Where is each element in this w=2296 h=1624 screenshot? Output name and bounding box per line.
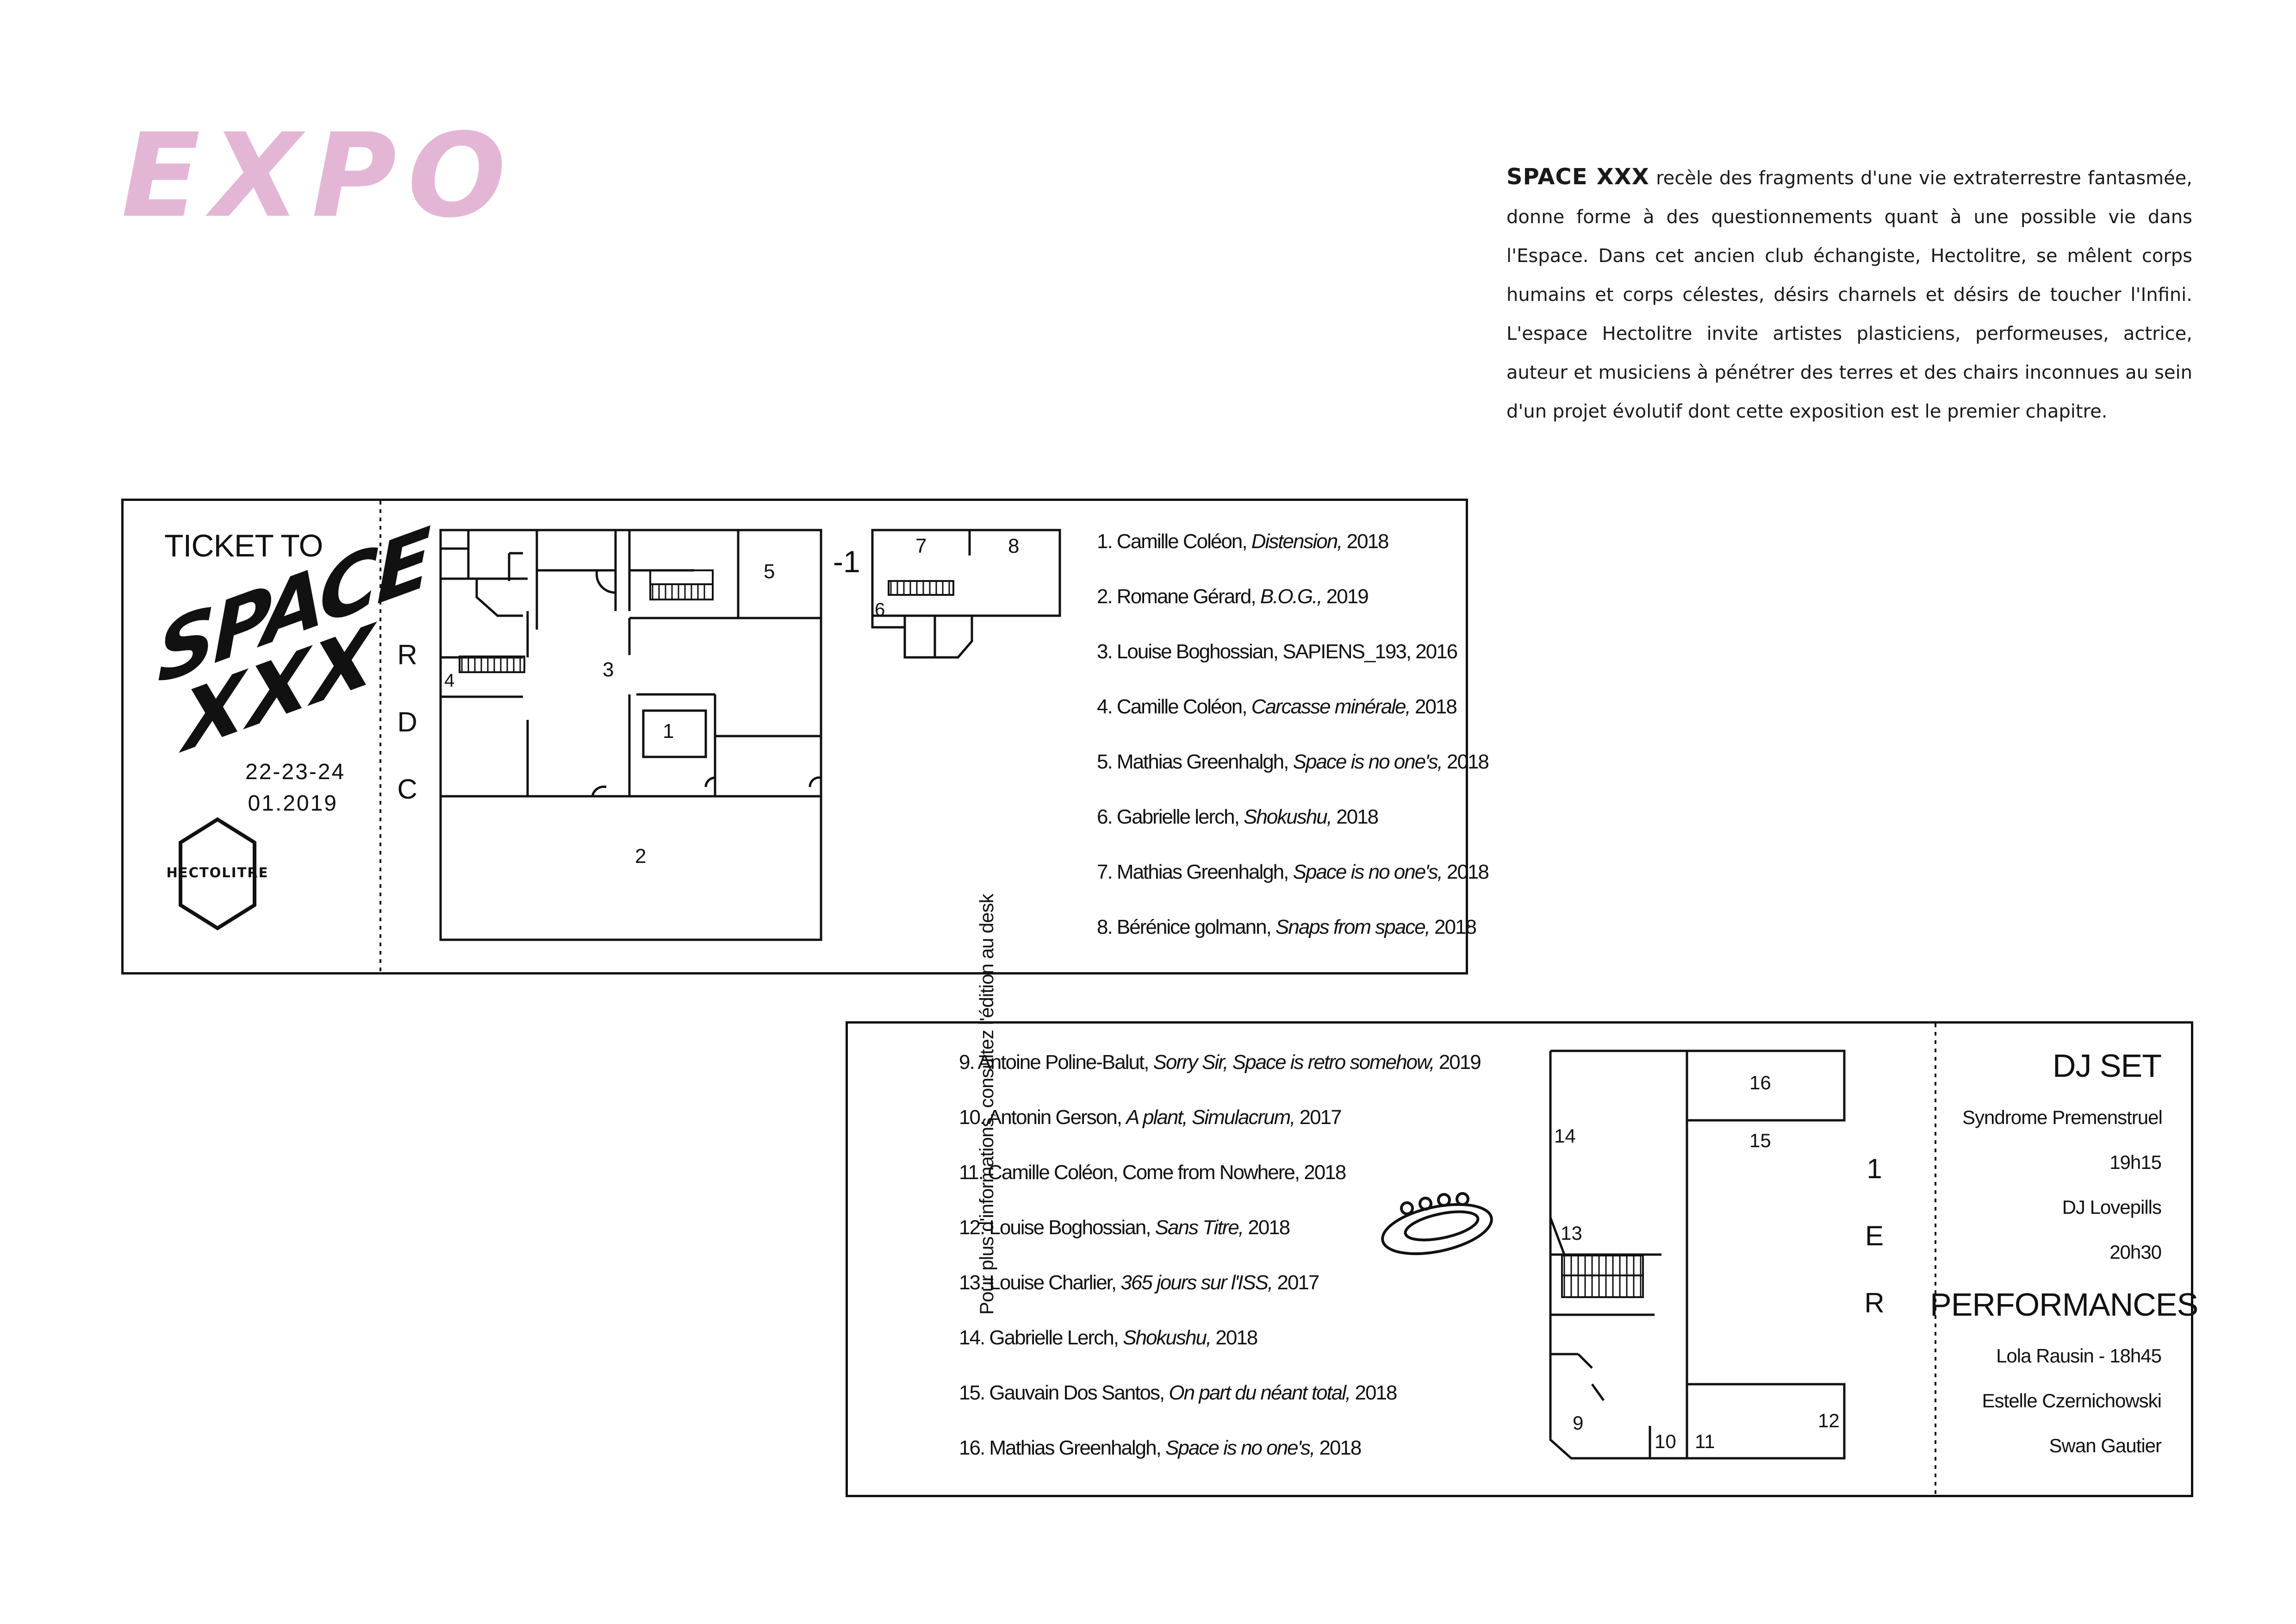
ufo-icon: [1381, 1192, 1493, 1255]
work-item: 3. Louise Boghossian, SAPIENS_193, 2016: [1097, 640, 1458, 663]
level-rdc-c: C: [397, 774, 417, 805]
dj-line: Syndrome Premenstruel: [1962, 1106, 2163, 1128]
intro-paragraph: SPACE XXX recèle des fragments d'une vie…: [1506, 157, 2192, 431]
room-1: 1: [663, 720, 674, 743]
work-item: 11. Camille Coléon, Come from Nowhere, 2…: [959, 1161, 1346, 1184]
room-14: 14: [1554, 1125, 1576, 1147]
work-item: 12. Louise Boghossian, Sans Titre, 2018: [959, 1216, 1290, 1239]
date-days: 22-23-24: [245, 760, 346, 784]
ticket-first-floor: [846, 1021, 2193, 1497]
performances-heading: PERFORMANCES: [1930, 1287, 2198, 1323]
level-1er-1: 1: [1867, 1153, 1882, 1184]
hexagon-logo-icon: [179, 817, 256, 931]
room-11: 11: [1695, 1430, 1715, 1452]
perf-line: Swan Gautier: [2049, 1435, 2162, 1456]
room-7: 7: [915, 535, 927, 557]
intro-lead: SPACE XXX: [1506, 164, 1649, 190]
work-item: 13. Louise Charlier, 365 jours sur l'ISS…: [959, 1271, 1319, 1294]
ticket-to-label: TICKET TO: [164, 528, 323, 563]
dj-line: 20h30: [2109, 1241, 2162, 1263]
work-item: 7. Mathias Greenhalgh, Space is no one's…: [1097, 861, 1489, 883]
work-item: 9. Antoine Poline-Balut, Sorry Sir, Spac…: [959, 1051, 1481, 1074]
room-10: 10: [1655, 1430, 1676, 1452]
dj-set-heading: DJ SET: [2052, 1048, 2162, 1084]
level-basement: -1: [833, 544, 860, 579]
room-5: 5: [764, 560, 775, 583]
room-3: 3: [603, 658, 614, 681]
work-item: 6. Gabrielle lerch, Shokushu, 2018: [1097, 806, 1379, 828]
level-1er-r: R: [1864, 1287, 1885, 1318]
hectolitre-logo: HECTOLITRE: [166, 865, 269, 881]
work-item: 5. Mathias Greenhalgh, Space is no one's…: [1097, 750, 1489, 773]
perf-line: Lola Rausin - 18h45: [1996, 1345, 2162, 1367]
room-15: 15: [1749, 1130, 1771, 1151]
work-item: 8. Bérénice golmann, Snaps from space, 2…: [1097, 916, 1477, 938]
work-item: 1. Camille Coléon, Distension, 2018: [1097, 530, 1389, 553]
work-item: 2. Romane Gérard, B.O.G., 2019: [1097, 585, 1369, 608]
room-12: 12: [1818, 1410, 1840, 1431]
room-9: 9: [1573, 1412, 1584, 1434]
staircase-icon: [649, 569, 714, 600]
level-rdc-r: R: [397, 639, 417, 670]
perf-line: Estelle Czernichowski: [1982, 1390, 2162, 1412]
dj-line: 19h15: [2109, 1151, 2162, 1173]
work-item: 10. Antonin Gerson, A plant, Simulacrum,…: [959, 1106, 1342, 1129]
work-item: 15. Gauvain Dos Santos, On part du néant…: [959, 1381, 1397, 1404]
room-8: 8: [1008, 535, 1020, 557]
level-1er-e: E: [1865, 1220, 1884, 1251]
work-item: 14. Gabrielle Lerch, Shokushu, 2018: [959, 1326, 1258, 1349]
room-16: 16: [1749, 1072, 1771, 1093]
level-rdc-d: D: [397, 706, 417, 737]
page-title: EXPO: [121, 108, 517, 243]
room-6: 6: [875, 600, 885, 620]
work-item: 4. Camille Coléon, Carcasse minérale, 20…: [1097, 695, 1457, 718]
ticket-ground-floor: [121, 499, 1468, 974]
dj-line: DJ Lovepills: [2062, 1196, 2162, 1218]
room-2: 2: [635, 845, 647, 868]
room-13: 13: [1561, 1222, 1582, 1244]
work-item: 16. Mathias Greenhalgh, Space is no one'…: [959, 1437, 1362, 1459]
intro-body: recèle des fragments d'une vie extraterr…: [1506, 168, 2193, 422]
room-4: 4: [444, 670, 455, 691]
date-month: 01.2019: [248, 791, 338, 816]
staircase-icon: [1561, 1255, 1644, 1298]
